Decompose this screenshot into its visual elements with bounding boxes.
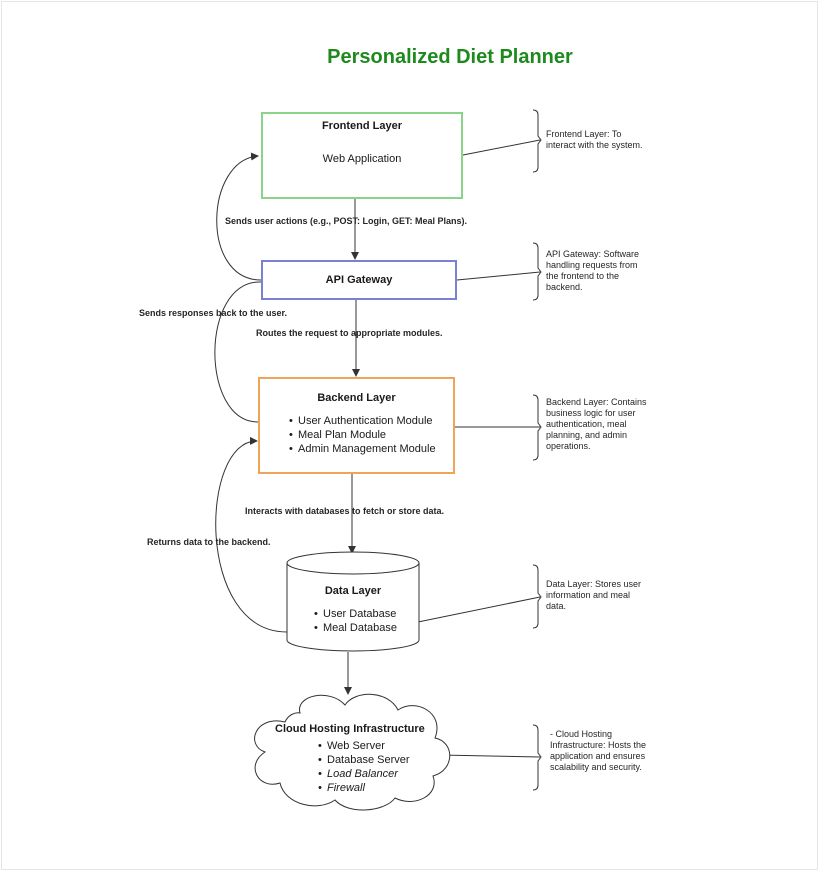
edge-label-responses: Sends responses back to the user. xyxy=(139,308,288,318)
backend-layer-title: Backend Layer xyxy=(317,392,396,404)
edge-label-interacts-db: Interacts with databases to fetch or sto… xyxy=(245,506,445,516)
note-bracket-frontend xyxy=(532,109,542,173)
backend-module-list: User Authentication Module Meal Plan Mod… xyxy=(289,414,436,456)
cloud-component-list: Web Server Database Server Load Balancer… xyxy=(318,739,410,795)
note-bracket-cloud xyxy=(532,724,542,791)
database-item: User Database xyxy=(314,607,397,621)
api-gateway-box: API Gateway xyxy=(261,260,457,300)
data-layer-title: Data Layer xyxy=(324,585,382,597)
note-line-frontend xyxy=(462,139,541,156)
backend-module-item: Admin Management Module xyxy=(289,442,436,456)
data-layer-db-list: User Database Meal Database xyxy=(314,607,397,635)
note-line-data xyxy=(417,596,541,623)
frontend-layer-box: Frontend Layer Web Application xyxy=(261,112,463,199)
diagram-title: Personalized Diet Planner xyxy=(327,46,573,68)
cloud-component-item: Load Balancer xyxy=(318,767,410,781)
curve-backend-to-api xyxy=(214,281,262,423)
frontend-layer-title: Frontend Layer xyxy=(321,120,403,132)
cloud-component-item: Web Server xyxy=(318,739,410,753)
curve-api-to-frontend xyxy=(216,152,262,281)
backend-module-item: User Authentication Module xyxy=(289,414,436,428)
database-item: Meal Database xyxy=(314,621,397,635)
frontend-layer-subtitle: Web Application xyxy=(322,153,402,165)
cloud-title: Cloud Hosting Infrastructure xyxy=(275,723,425,735)
note-line-api xyxy=(456,271,541,281)
backend-module-item: Meal Plan Module xyxy=(289,428,436,442)
cloud-component-item: Firewall xyxy=(318,781,410,795)
note-bracket-data xyxy=(532,564,542,629)
note-bracket-api xyxy=(532,242,542,301)
edge-label-user-actions: Sends user actions (e.g., POST: Login, G… xyxy=(225,216,468,226)
cloud-component-item: Database Server xyxy=(318,753,410,767)
edge-label-returns-data: Returns data to the backend. xyxy=(147,537,271,547)
curve-data-to-backend xyxy=(215,436,288,633)
data-layer-cylinder xyxy=(286,551,420,652)
api-gateway-title: API Gateway xyxy=(325,274,393,286)
edge-label-routes: Routes the request to appropriate module… xyxy=(256,328,443,338)
backend-layer-box: Backend Layer User Authentication Module… xyxy=(258,377,455,474)
note-line-cloud xyxy=(439,754,541,758)
note-bracket-backend xyxy=(532,394,542,461)
